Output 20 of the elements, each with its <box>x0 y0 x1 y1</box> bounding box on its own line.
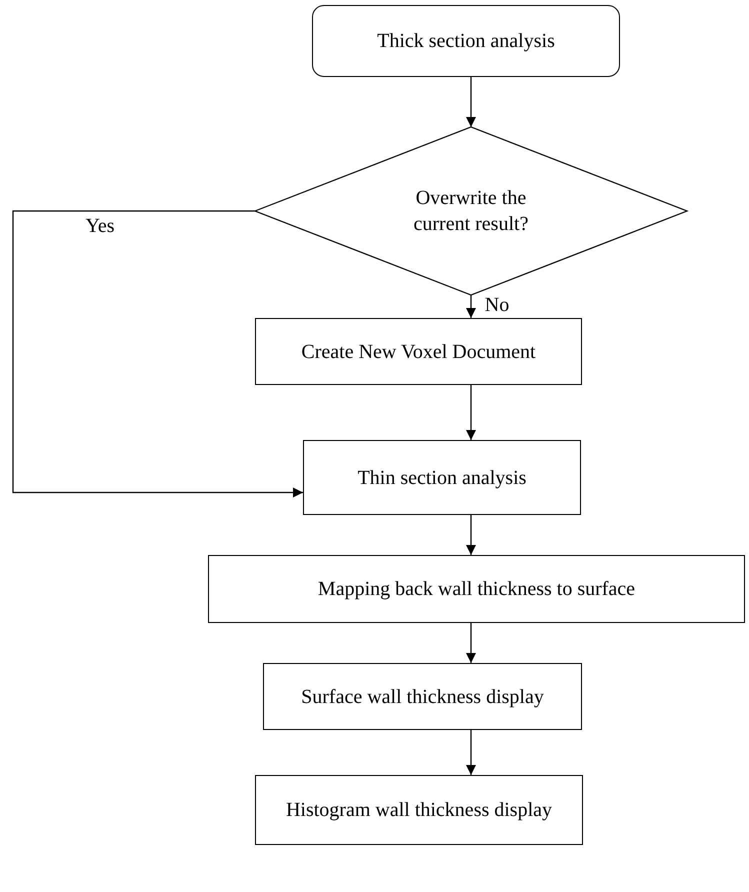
arrow <box>466 295 476 318</box>
node-text: Histogram wall thickness display <box>284 798 554 823</box>
process-box <box>208 555 745 623</box>
node-text: Thick section analysis <box>376 29 556 54</box>
arrow <box>466 515 476 555</box>
arrow <box>466 623 476 663</box>
node-text: Create New Voxel Document <box>300 340 537 364</box>
node-text: Thin section analysis <box>356 466 528 490</box>
process-box <box>312 5 620 77</box>
arrow <box>466 730 476 775</box>
process-box <box>263 663 582 730</box>
arrow <box>466 77 476 127</box>
process-box <box>255 775 583 845</box>
node-text: Mapping back wall thickness to surface <box>316 577 636 602</box>
node-text: Surface wall thickness display <box>300 684 545 710</box>
process-box <box>255 318 582 385</box>
arrow <box>12 210 303 498</box>
process-box <box>303 440 581 515</box>
node-text: Overwrite the current result? <box>412 186 530 237</box>
arrow <box>466 385 476 440</box>
